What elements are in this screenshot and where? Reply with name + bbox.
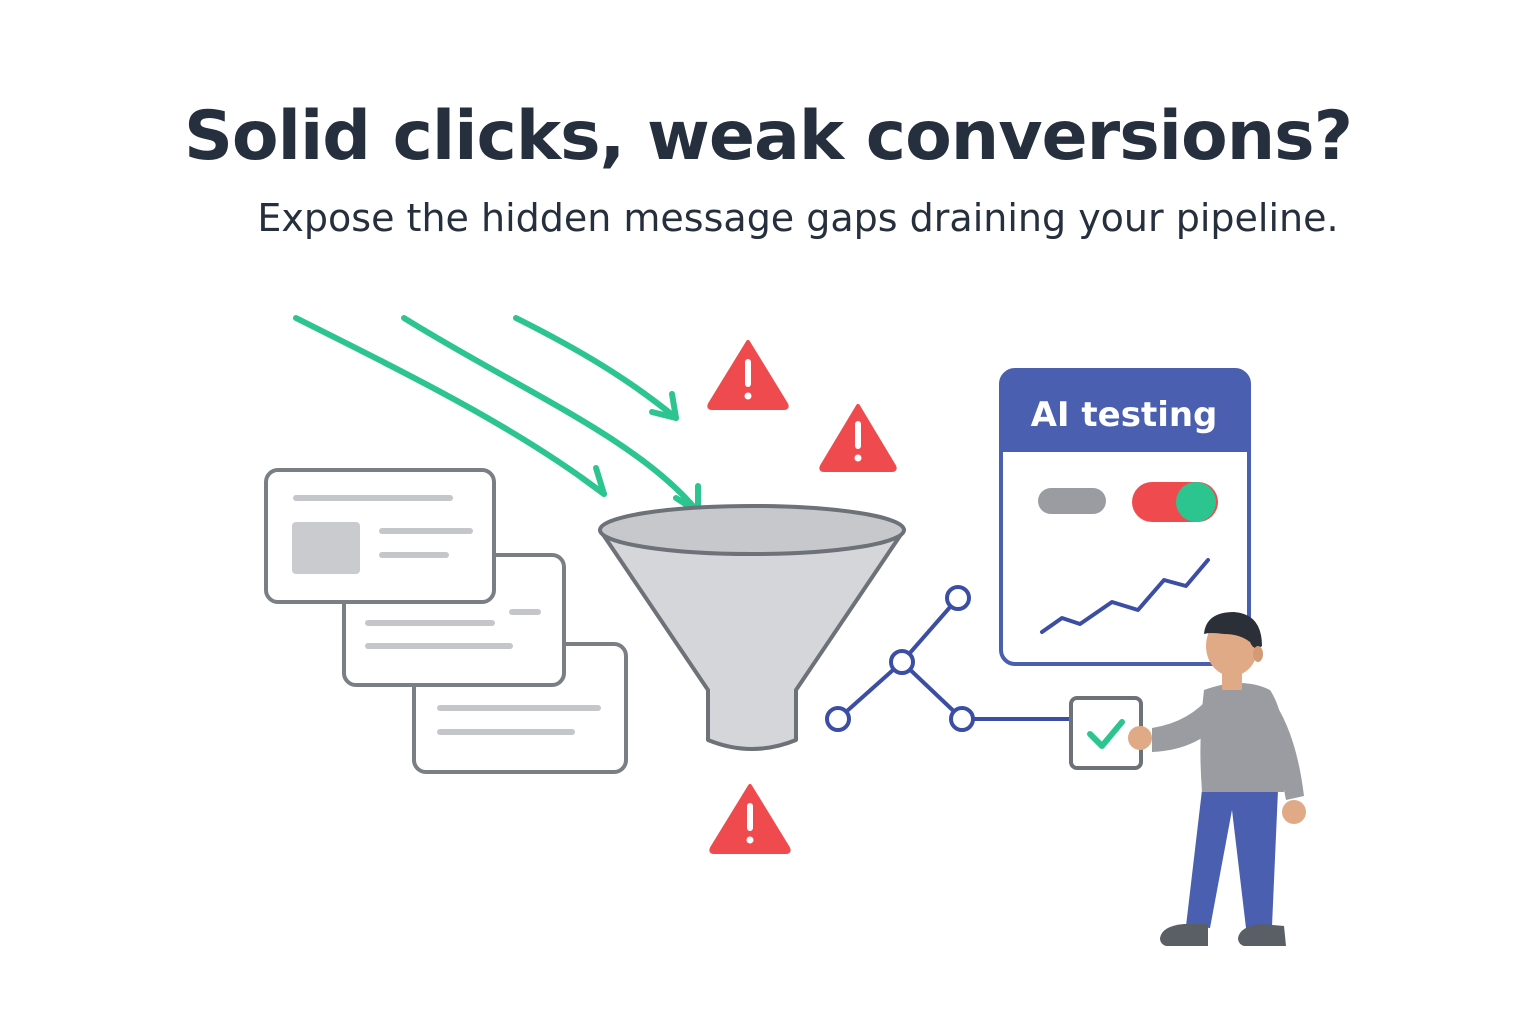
funnel-icon [598,504,906,751]
image-placeholder-icon [292,522,360,574]
traffic-arrows [293,315,701,515]
arrow-icon [293,315,607,497]
ai-testing-panel: AI testing [999,368,1251,666]
message-card [264,468,496,604]
line-chart-icon [1040,558,1210,634]
toggle-icon [1132,482,1218,522]
ai-testing-title: AI testing [1031,395,1218,435]
arrow-icon [513,315,679,421]
toggle-off-icon [1038,488,1106,514]
warning-icon [819,404,897,472]
node-network [825,585,1072,732]
warning-icon [707,340,789,410]
warning-icon [709,784,791,854]
person-figure [1128,612,1306,946]
subheadline: Expose the hidden message gaps draining … [257,196,1339,240]
headline: Solid clicks, weak conversions? [183,97,1353,176]
